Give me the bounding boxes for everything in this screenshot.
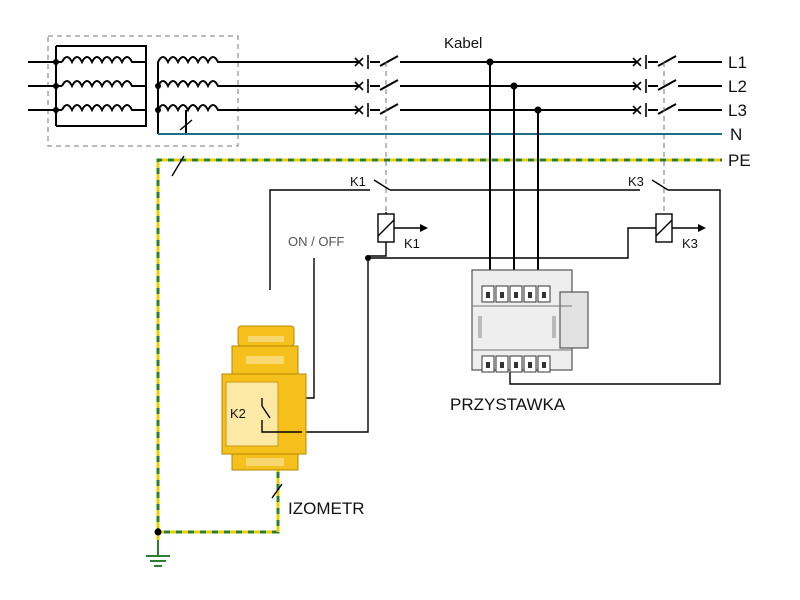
primary-coil-3 [61,104,146,113]
izometr-label: IZOMETR [288,499,365,518]
secondary-coil-3 [157,104,228,113]
k1-relay-label: K1 [404,236,420,251]
k3-return-wire [509,189,721,385]
izometr-return-wire [302,258,369,433]
k3-arrow-icon [698,224,706,232]
k2-contact [261,405,271,419]
ground-icon [146,540,170,567]
k1-contact [373,179,391,191]
k1-contact-label: K1 [350,174,366,189]
primary-coil-2 [61,80,146,89]
control-wiring [262,179,721,433]
adapter-device [471,269,589,373]
k1-coil-lead [368,242,387,257]
pe-conductor [146,155,722,567]
transformer [28,35,239,147]
izometr-pe-mark [271,483,283,499]
k1-breaker-marks [354,55,369,117]
n-label: N [730,125,742,144]
k3-coil-lead [368,227,656,259]
secondary-coil-1 [157,56,228,65]
k3-contact [651,179,669,191]
cable-label: Kabel [444,35,482,52]
l2-label: L2 [728,77,747,96]
l1-label: L1 [728,53,747,72]
on-off-label: ON / OFF [288,234,344,249]
cable-taps [486,58,542,286]
transformer-boundary [47,35,239,147]
star-point-mark [179,119,193,131]
k3-relay-label: K3 [682,236,698,251]
k1-contact-wire-left [269,189,370,290]
izometr-face [225,381,279,447]
izometr-device [221,325,307,471]
pe-mark [171,155,185,177]
primary-coil-1 [61,56,146,65]
l3-label: L3 [728,101,747,120]
pe-label: PE [728,151,751,170]
k2-label: K2 [230,406,246,421]
k1-arrow-icon [420,224,428,232]
k3-breaker-marks [632,55,647,117]
k3-contact-label: K3 [628,174,644,189]
secondary-coil-2 [157,80,228,89]
phase-lines [228,55,722,212]
adapter-label: PRZYSTAWKA [450,395,566,414]
